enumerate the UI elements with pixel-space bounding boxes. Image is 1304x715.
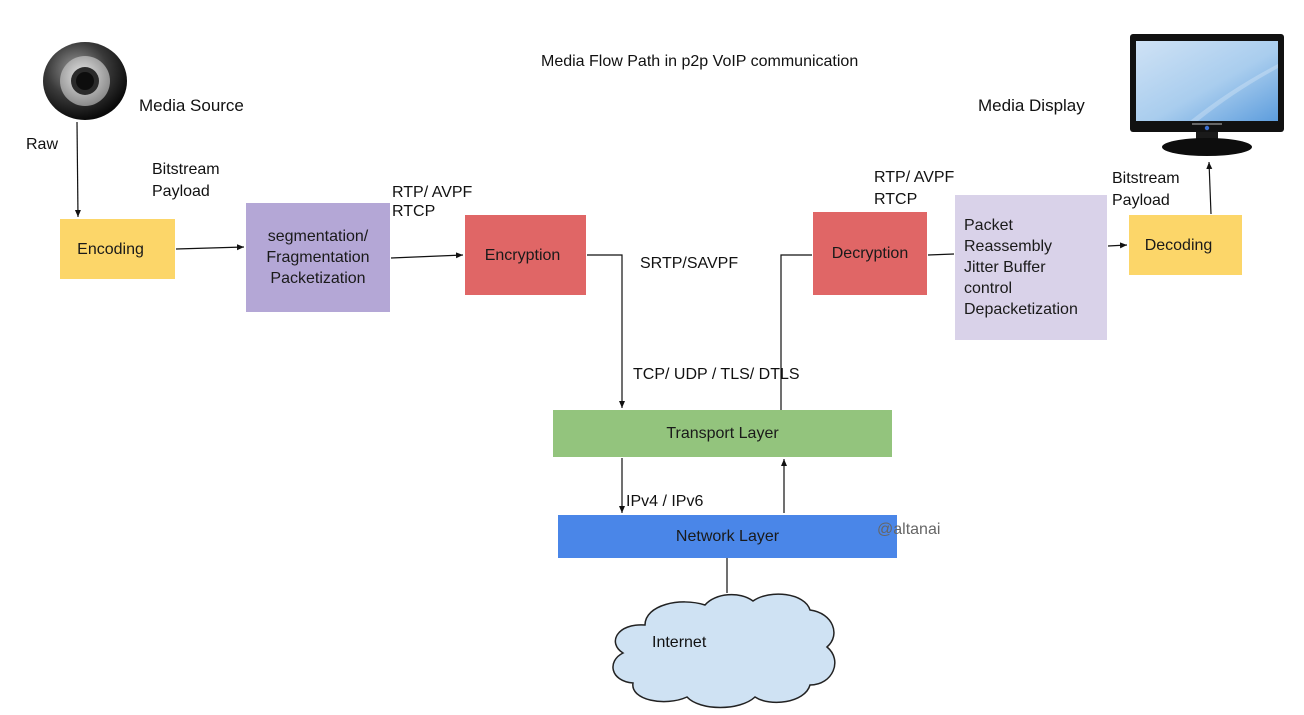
segmentation-node: segmentation/ Fragmentation Packetizatio… xyxy=(246,203,390,312)
decoding-node: Decoding xyxy=(1129,215,1242,275)
rtcp-label-recv: RTCP xyxy=(874,191,918,208)
reassembly-line: Depacketization xyxy=(964,301,1078,318)
encoding-label: Encoding xyxy=(77,240,144,258)
reassembly-line: Jitter Buffer xyxy=(964,259,1046,276)
media-source-label: Media Source xyxy=(139,96,244,115)
transport-protocols-label: TCP/ UDP / TLS/ DTLS xyxy=(633,366,800,383)
reassembly-line: Reassembly xyxy=(964,238,1053,255)
raw-label: Raw xyxy=(26,136,59,153)
arrow-segmentation-to-encryption xyxy=(390,252,464,259)
internet-label: Internet xyxy=(652,634,707,651)
watermark: @altanai xyxy=(877,521,941,538)
encryption-node: Encryption xyxy=(465,215,586,295)
decoding-label: Decoding xyxy=(1144,236,1213,254)
transport-layer-node: Transport Layer xyxy=(553,410,892,457)
diagram-title: Media Flow Path in p2p VoIP communicatio… xyxy=(541,53,859,70)
encryption-label: Encryption xyxy=(484,246,561,264)
rtp-avpf-label-recv: RTP/ AVPF xyxy=(874,169,955,186)
line-encryption-to-transport xyxy=(587,254,625,408)
segmentation-line: Fragmentation xyxy=(266,249,370,266)
reassembly-node: Packet Reassembly Jitter Buffer control … xyxy=(955,195,1107,340)
bitstream-label-recv: Bitstream xyxy=(1112,170,1180,187)
decryption-label: Decryption xyxy=(831,245,909,262)
encoding-node: Encoding xyxy=(60,219,175,279)
arrow-source-to-encoding xyxy=(74,121,81,218)
ip-versions-label: IPv4 / IPv6 xyxy=(626,493,704,510)
line-transport-to-decryption xyxy=(780,254,812,410)
media-display-label: Media Display xyxy=(978,96,1085,115)
payload-label-recv: Payload xyxy=(1112,192,1170,209)
rtcp-label-send: RTCP xyxy=(392,203,436,220)
network-layer-node: Network Layer xyxy=(558,515,897,558)
srtp-label: SRTP/SAVPF xyxy=(640,255,739,272)
cloud-icon xyxy=(612,593,836,709)
segmentation-line: Packetization xyxy=(270,270,366,287)
network-layer-label: Network Layer xyxy=(675,528,780,545)
monitor-icon xyxy=(1130,34,1284,156)
decryption-node: Decryption xyxy=(813,212,927,295)
payload-label-send: Payload xyxy=(152,183,210,200)
transport-layer-label: Transport Layer xyxy=(666,425,779,442)
arrow-encoding-to-segmentation xyxy=(175,244,245,251)
arrow-decoding-to-display xyxy=(1206,161,1213,215)
reassembly-line: Packet xyxy=(964,217,1013,234)
arrow-reassembly-to-decoding xyxy=(1107,242,1128,249)
reassembly-line: control xyxy=(964,280,1013,297)
segmentation-line: segmentation/ xyxy=(267,228,369,245)
webcam-icon xyxy=(43,42,127,120)
bitstream-label-send: Bitstream xyxy=(152,161,220,178)
line-decryption-to-reassembly xyxy=(927,253,955,256)
rtp-avpf-label-send: RTP/ AVPF xyxy=(392,184,473,201)
